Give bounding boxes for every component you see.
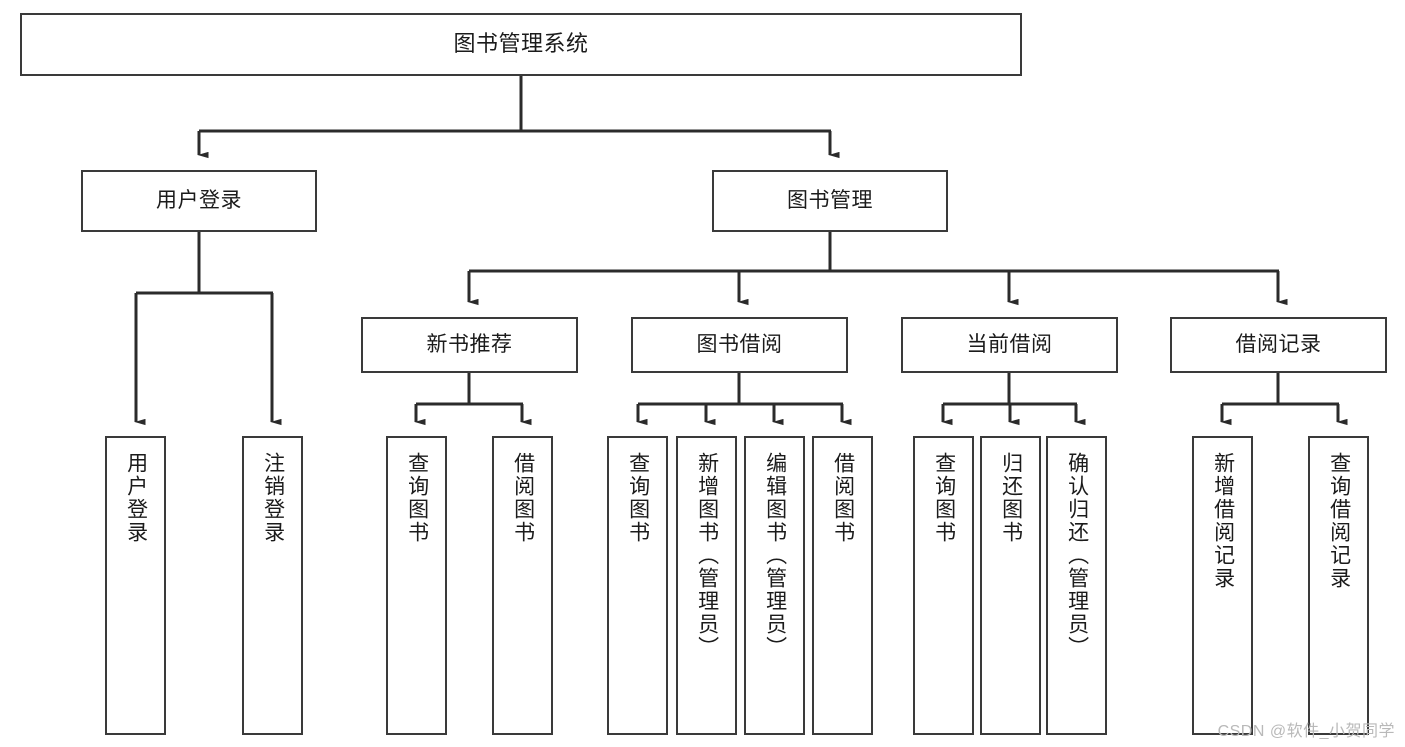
node-label: 新增图书（管理员） [695,452,719,659]
node-label: 新增借阅记录 [1211,452,1235,590]
node-label: 图书管理系统 [453,31,589,57]
node-label: 图书管理 [787,189,873,213]
leaf-book-borrow-query-books[interactable]: 查询图书 [607,436,668,735]
node-current-borrow[interactable]: 当前借阅 [901,317,1118,373]
node-label: 用户登录 [156,189,242,213]
leaf-current-borrow-query-books[interactable]: 查询图书 [913,436,974,735]
node-label: 当前借阅 [966,333,1053,357]
leaf-borrow-record-query-record[interactable]: 查询借阅记录 [1308,436,1369,735]
node-label: 图书借阅 [696,333,783,357]
node-label: 归还图书 [999,452,1023,544]
node-borrow-record[interactable]: 借阅记录 [1170,317,1387,373]
node-label: 用户登录 [124,452,148,544]
leaf-current-borrow-return-books[interactable]: 归还图书 [980,436,1041,735]
node-label: 查询借阅记录 [1327,452,1351,590]
node-root-book-management-system[interactable]: 图书管理系统 [20,13,1022,76]
leaf-new-book-query-books[interactable]: 查询图书 [386,436,447,735]
node-label: 借阅图书 [831,452,855,544]
node-book-borrow[interactable]: 图书借阅 [631,317,848,373]
leaf-book-borrow-borrow-books[interactable]: 借阅图书 [812,436,873,735]
node-label: 查询图书 [626,452,650,544]
node-label: 借阅图书 [511,452,535,544]
leaf-new-book-borrow-books[interactable]: 借阅图书 [492,436,553,735]
leaf-book-borrow-edit-book-admin[interactable]: 编辑图书（管理员） [744,436,805,735]
node-label: 确认归还（管理员） [1065,452,1089,659]
node-user-login[interactable]: 用户登录 [81,170,317,232]
node-label: 编辑图书（管理员） [763,452,787,659]
node-book-management[interactable]: 图书管理 [712,170,948,232]
leaf-current-borrow-confirm-return-admin[interactable]: 确认归还（管理员） [1046,436,1107,735]
leaf-user-login-sign-out[interactable]: 注销登录 [242,436,303,735]
node-label: 查询图书 [405,452,429,544]
node-new-book-recommend[interactable]: 新书推荐 [361,317,578,373]
node-label: 新书推荐 [426,333,513,357]
node-label: 查询图书 [932,452,956,544]
leaf-user-login-sign-in[interactable]: 用户登录 [105,436,166,735]
leaf-book-borrow-add-book-admin[interactable]: 新增图书（管理员） [676,436,737,735]
node-label: 借阅记录 [1235,333,1322,357]
leaf-borrow-record-add-record[interactable]: 新增借阅记录 [1192,436,1253,735]
node-label: 注销登录 [261,452,285,544]
